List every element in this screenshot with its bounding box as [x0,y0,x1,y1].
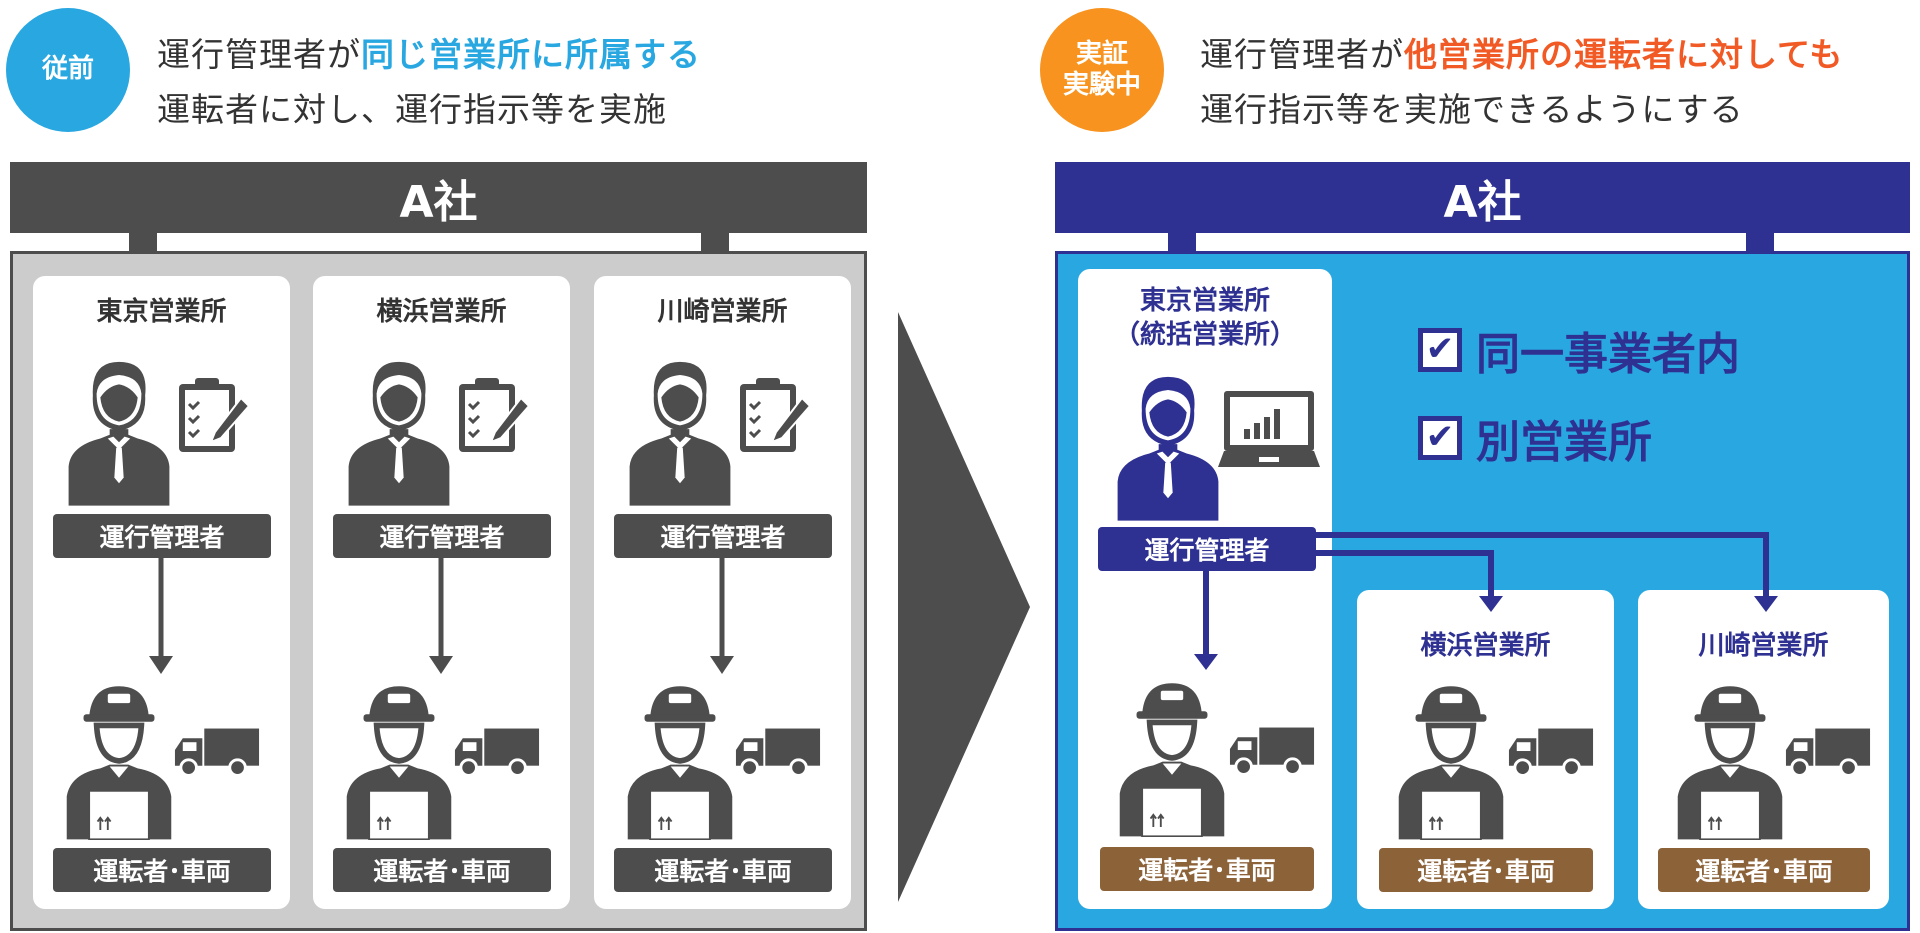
office-title: 東京営業所（統括営業所） [1078,285,1332,353]
office-name: 横浜営業所 [1420,631,1551,661]
arrow-to-kawasaki [1316,532,1769,596]
connector [129,233,157,253]
arrow-down-icon [429,558,453,674]
after-badge-line2: 実験中 [1062,70,1141,100]
driver-label: 運転者･車両 [1379,848,1593,892]
office-card: 川崎営業所 運行管理者 運転者･車両 [594,276,851,909]
driver-label: 運転者･車両 [1100,847,1314,891]
connector [1168,233,1196,253]
manager-label: 運行管理者 [333,514,551,558]
driver-label: 運転者･車両 [614,848,832,892]
check-item: ✔ 同一事業者内 [1418,318,1740,382]
before-line1: 運行管理者が同じ営業所に所属する [157,28,701,76]
office-card-yokohama: 横浜営業所 運転者･車両 [1357,590,1614,909]
office-card: 横浜営業所 運行管理者 運転者･車両 [313,276,570,909]
after-line2: 運行指示等を実施できるようにする [1200,90,1744,129]
manager-label: 運行管理者 [53,514,271,558]
check-label: 同一事業者内 [1476,329,1740,380]
after-line1-highlight: 他営業所の運転者に対しても [1404,35,1844,74]
connector [701,233,729,253]
office-name: 東京営業所 [1139,286,1270,316]
driver-label: 運転者･車両 [333,848,551,892]
office-name: 川崎営業所 [1698,631,1829,661]
manager-label: 運行管理者 [614,514,832,558]
before-badge-text: 従前 [41,54,94,85]
arrow-to-yokohama [1316,550,1494,596]
manager-label: 運行管理者 [1098,527,1316,571]
after-badge-line1: 実証 [1075,38,1128,69]
arrow-down-icon [710,558,734,674]
before-line2: 運転者に対し、運行指示等を実施 [157,90,667,129]
office-card: 東京営業所 運行管理者 運転者･車両 [33,276,290,909]
after-line1-prefix: 運行管理者が [1200,35,1404,74]
before-badge: 従前 [6,8,130,132]
after-line1: 運行管理者が他営業所の運転者に対しても [1200,28,1843,76]
before-line1-prefix: 運行管理者が [157,35,361,74]
after-badge: 実証実験中 [1040,8,1164,132]
before-company-bar: A社 [10,162,867,233]
chevron-arrow-icon [898,312,1030,902]
after-company-bar: A社 [1055,162,1910,233]
arrow-down-icon [149,558,173,674]
office-name: 川崎営業所 [657,297,788,327]
office-card-kawasaki: 川崎営業所 運転者･車両 [1638,590,1889,909]
checkbox-checked-icon: ✔ [1418,328,1462,372]
before-line1-highlight: 同じ営業所に所属する [361,35,701,74]
connector [1746,233,1774,253]
driver-label: 運転者･車両 [1658,848,1870,892]
check-label: 別営業所 [1476,417,1652,468]
driver-label: 運転者･車両 [53,848,271,892]
office-subtitle: （統括営業所） [1113,319,1296,350]
checkbox-checked-icon: ✔ [1418,416,1462,460]
office-name: 横浜営業所 [376,297,507,327]
office-name: 東京営業所 [96,297,227,327]
check-item: ✔ 別営業所 [1418,406,1652,470]
